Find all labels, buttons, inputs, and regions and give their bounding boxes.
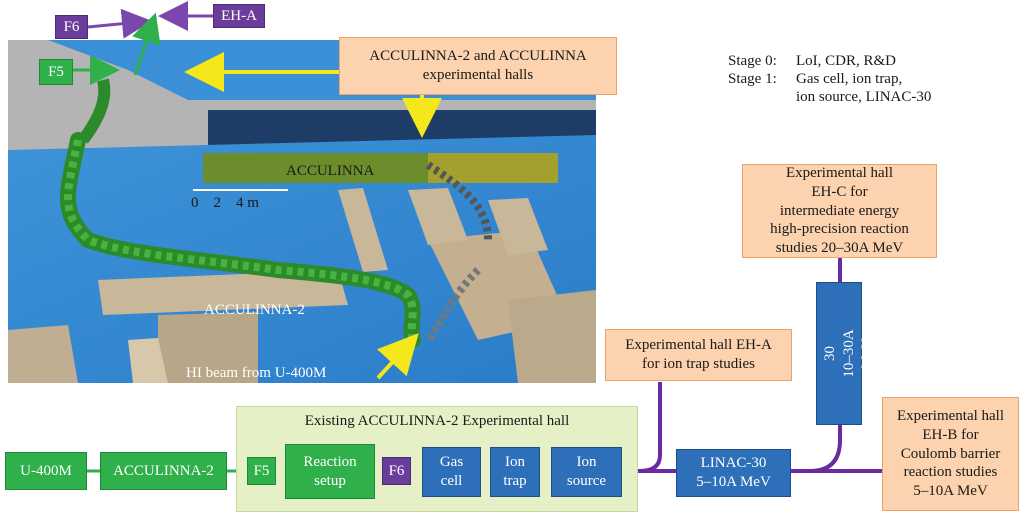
ion-source-box: Ion source (551, 447, 622, 497)
callout-f5: F5 (39, 59, 73, 85)
acculinna2-label: ACCULINNA-2 (204, 302, 305, 318)
reaction-setup-box: Reaction setup (285, 444, 375, 499)
linac-high-box: LINAC-30 10–30A MeV (803, 282, 875, 425)
beam-label: HI beam from U-400M (186, 365, 327, 381)
stage-1-cont: ion source, LINAC-30 (728, 88, 931, 106)
f6-box: F6 (382, 457, 411, 485)
f6-arrow (87, 8, 152, 39)
stage-0-text: LoI, CDR, R&D (796, 53, 897, 69)
stages-list: Stage 0: LoI, CDR, R&D Stage 1: Gas cell… (728, 52, 931, 106)
callout-f6: F6 (55, 15, 88, 39)
link-to-eha (639, 382, 662, 473)
hall-eha-box: Experimental hall EH-A for ion trap stud… (605, 329, 792, 381)
facility-render-graphic (8, 40, 596, 383)
hall-ehb-box: Experimental hall EH-B for Coulomb barri… (882, 397, 1019, 511)
callout-eha: EH-A (213, 4, 265, 28)
facility-3d-render: ACCULINNA 0 2 4 m ACCULINNA-2 HI beam fr… (8, 40, 596, 383)
stage-1-key: Stage 1: (728, 71, 777, 87)
f5-up-arrow (132, 12, 161, 76)
ion-trap-box: Ion trap (490, 447, 540, 497)
stage-1: Stage 1: Gas cell, ion trap, (728, 70, 931, 88)
stage-1-text-1: Gas cell, ion trap, (796, 71, 903, 87)
hall-ehc-box: Experimental hall EH-C for intermediate … (742, 164, 937, 258)
stage-0-key: Stage 0: (728, 53, 777, 69)
existing-hall-title: Existing ACCULINNA-2 Experimental hall (304, 413, 570, 429)
link-to-linac-high (809, 425, 842, 473)
stage-1-text-2: ion source, LINAC-30 (796, 89, 932, 105)
halls-callout: ACCULINNA-2 and ACCULINNA experimental h… (339, 37, 617, 95)
u400m-box: U-400M (5, 452, 87, 490)
gas-cell-box: Gas cell (422, 447, 481, 497)
linac-high-label: LINAC-30 10–30A MeV (802, 328, 875, 379)
acculinna-label: ACCULINNA (286, 163, 375, 179)
scale-label: 0 2 4 m (191, 195, 259, 211)
acculinna2-box: ACCULINNA-2 (100, 452, 227, 490)
linac-low-box: LINAC-30 5–10A MeV (676, 449, 791, 497)
f5-box: F5 (247, 457, 276, 485)
beam-arrow (376, 333, 419, 380)
stage-0: Stage 0: LoI, CDR, R&D (728, 52, 931, 70)
